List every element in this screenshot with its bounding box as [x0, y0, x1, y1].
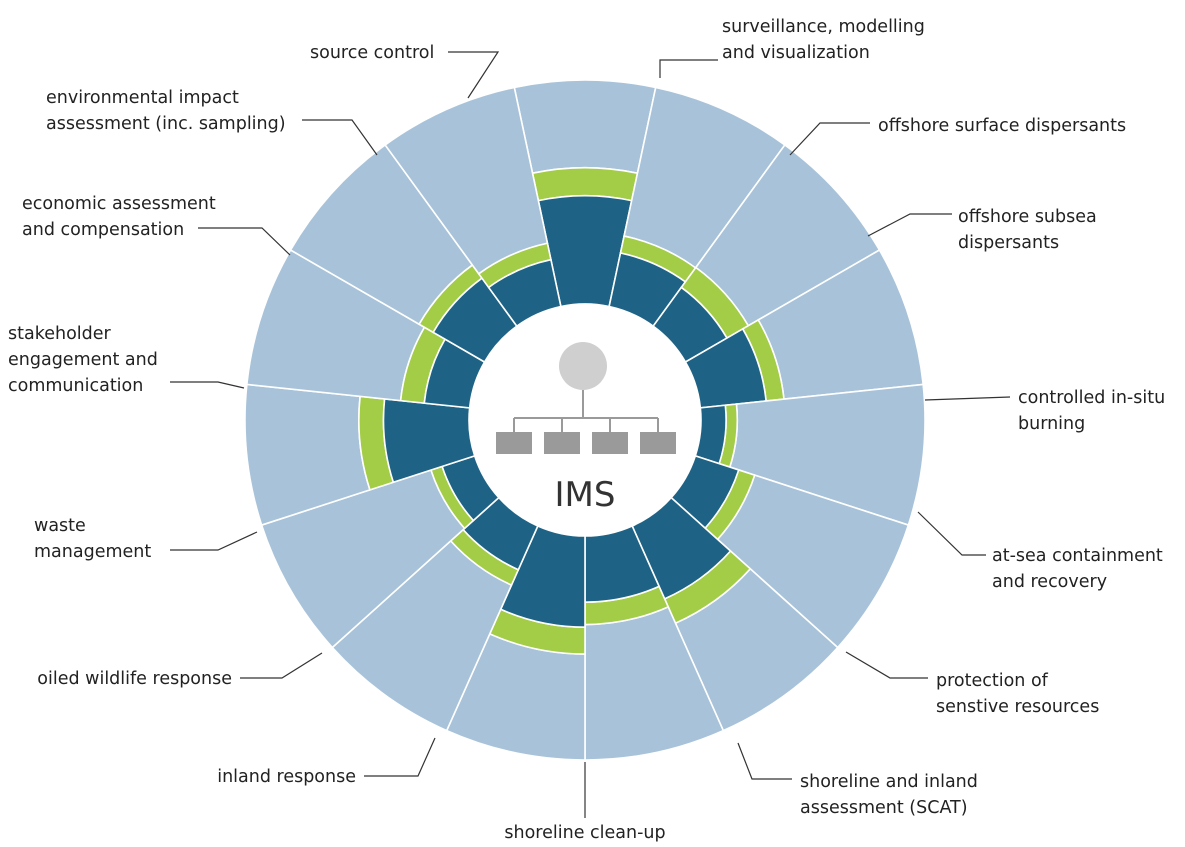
segment-scat [631, 496, 839, 732]
icon-box-1 [496, 432, 532, 454]
icon-box-4 [640, 432, 676, 454]
label-line: surveillance, modelling [722, 17, 925, 37]
segment-waste [260, 454, 500, 649]
segment-surveillance [513, 79, 657, 308]
center-hub: IMS [469, 304, 701, 536]
hub-disk [469, 304, 701, 536]
labels-layer: surveillance, modelling and visualization… [8, 17, 1165, 843]
label-surveillance: surveillance, modelling and visualization [722, 17, 925, 63]
label-line: offshore subsea [958, 207, 1097, 227]
leader-line-burning [924, 396, 1011, 401]
label-line: protection of [936, 671, 1049, 691]
leader-line-containment [917, 511, 986, 556]
label-line: and visualization [722, 43, 870, 63]
leader-line-stakeholder [170, 381, 245, 389]
label-line: shoreline clean-up [504, 823, 665, 843]
org-chart-icon [496, 342, 676, 454]
icon-box-3 [592, 432, 628, 454]
center-label: IMS [555, 475, 616, 515]
label-wildlife: oiled wildlife response [37, 669, 232, 689]
label-waste: waste management [34, 516, 151, 562]
leader-line-inland [364, 737, 436, 777]
icon-box-2 [544, 432, 580, 454]
leader-line-scat [737, 742, 792, 780]
label-line: stakeholder [8, 324, 112, 344]
label-line: assessment (SCAT) [800, 798, 968, 818]
label-cleanup: shoreline clean-up [504, 823, 665, 843]
label-line: environmental impact [46, 88, 239, 108]
label-eia: environmental impact assessment (inc. sam… [46, 88, 286, 134]
label-line: offshore surface dispersants [878, 116, 1126, 136]
segment-outer-band [513, 79, 657, 175]
segment-cleanup [584, 524, 725, 761]
label-line: engagement and [8, 350, 158, 370]
leader-line-source [448, 51, 500, 99]
leader-line-waste [170, 531, 258, 551]
segment-economic [245, 248, 486, 409]
label-line: senstive resources [936, 697, 1099, 717]
label-line: burning [1018, 414, 1085, 434]
leader-lines-layer [170, 51, 1011, 818]
label-stakeholder: stakeholder engagement and communication [8, 324, 158, 396]
leader-line-economic [198, 227, 291, 256]
label-line: shoreline and inland [800, 772, 978, 792]
label-inland: inland response [217, 767, 356, 787]
leader-line-offshore-surface [789, 122, 870, 156]
leader-line-wildlife [240, 652, 323, 679]
leader-line-surveillance [659, 59, 718, 78]
segment-inland [445, 524, 586, 761]
segments-layer [244, 79, 926, 761]
leader-line-eia [302, 119, 378, 156]
label-line: and compensation [22, 220, 184, 240]
label-line: controlled in-situ [1018, 388, 1165, 408]
label-containment: at-sea containment and recovery [992, 546, 1163, 592]
label-line: and recovery [992, 572, 1107, 592]
label-line: oiled wildlife response [37, 669, 232, 689]
label-offshore-surface: offshore surface dispersants [878, 116, 1126, 136]
label-source: source control [310, 43, 434, 63]
label-line: inland response [217, 767, 356, 787]
label-line: economic assessment [22, 194, 216, 214]
label-protection: protection of senstive resources [936, 671, 1099, 717]
segment-eia [289, 143, 518, 364]
label-line: waste [34, 516, 86, 536]
label-line: assessment (inc. sampling) [46, 114, 286, 134]
leader-line-protection [845, 651, 928, 679]
label-line: communication [8, 376, 143, 396]
label-economic: economic assessment and compensation [22, 194, 216, 240]
label-line: dispersants [958, 233, 1059, 253]
label-offshore-subsea: offshore subsea dispersants [958, 207, 1097, 253]
segment-stakeholder [244, 383, 476, 527]
label-line: management [34, 542, 151, 562]
label-scat: shoreline and inland assessment (SCAT) [800, 772, 978, 818]
leader-line-offshore-subsea [867, 213, 952, 237]
icon-head-circle [559, 342, 607, 390]
label-burning: controlled in-situ burning [1018, 388, 1165, 434]
label-line: at-sea containment [992, 546, 1163, 566]
label-line: source control [310, 43, 434, 63]
